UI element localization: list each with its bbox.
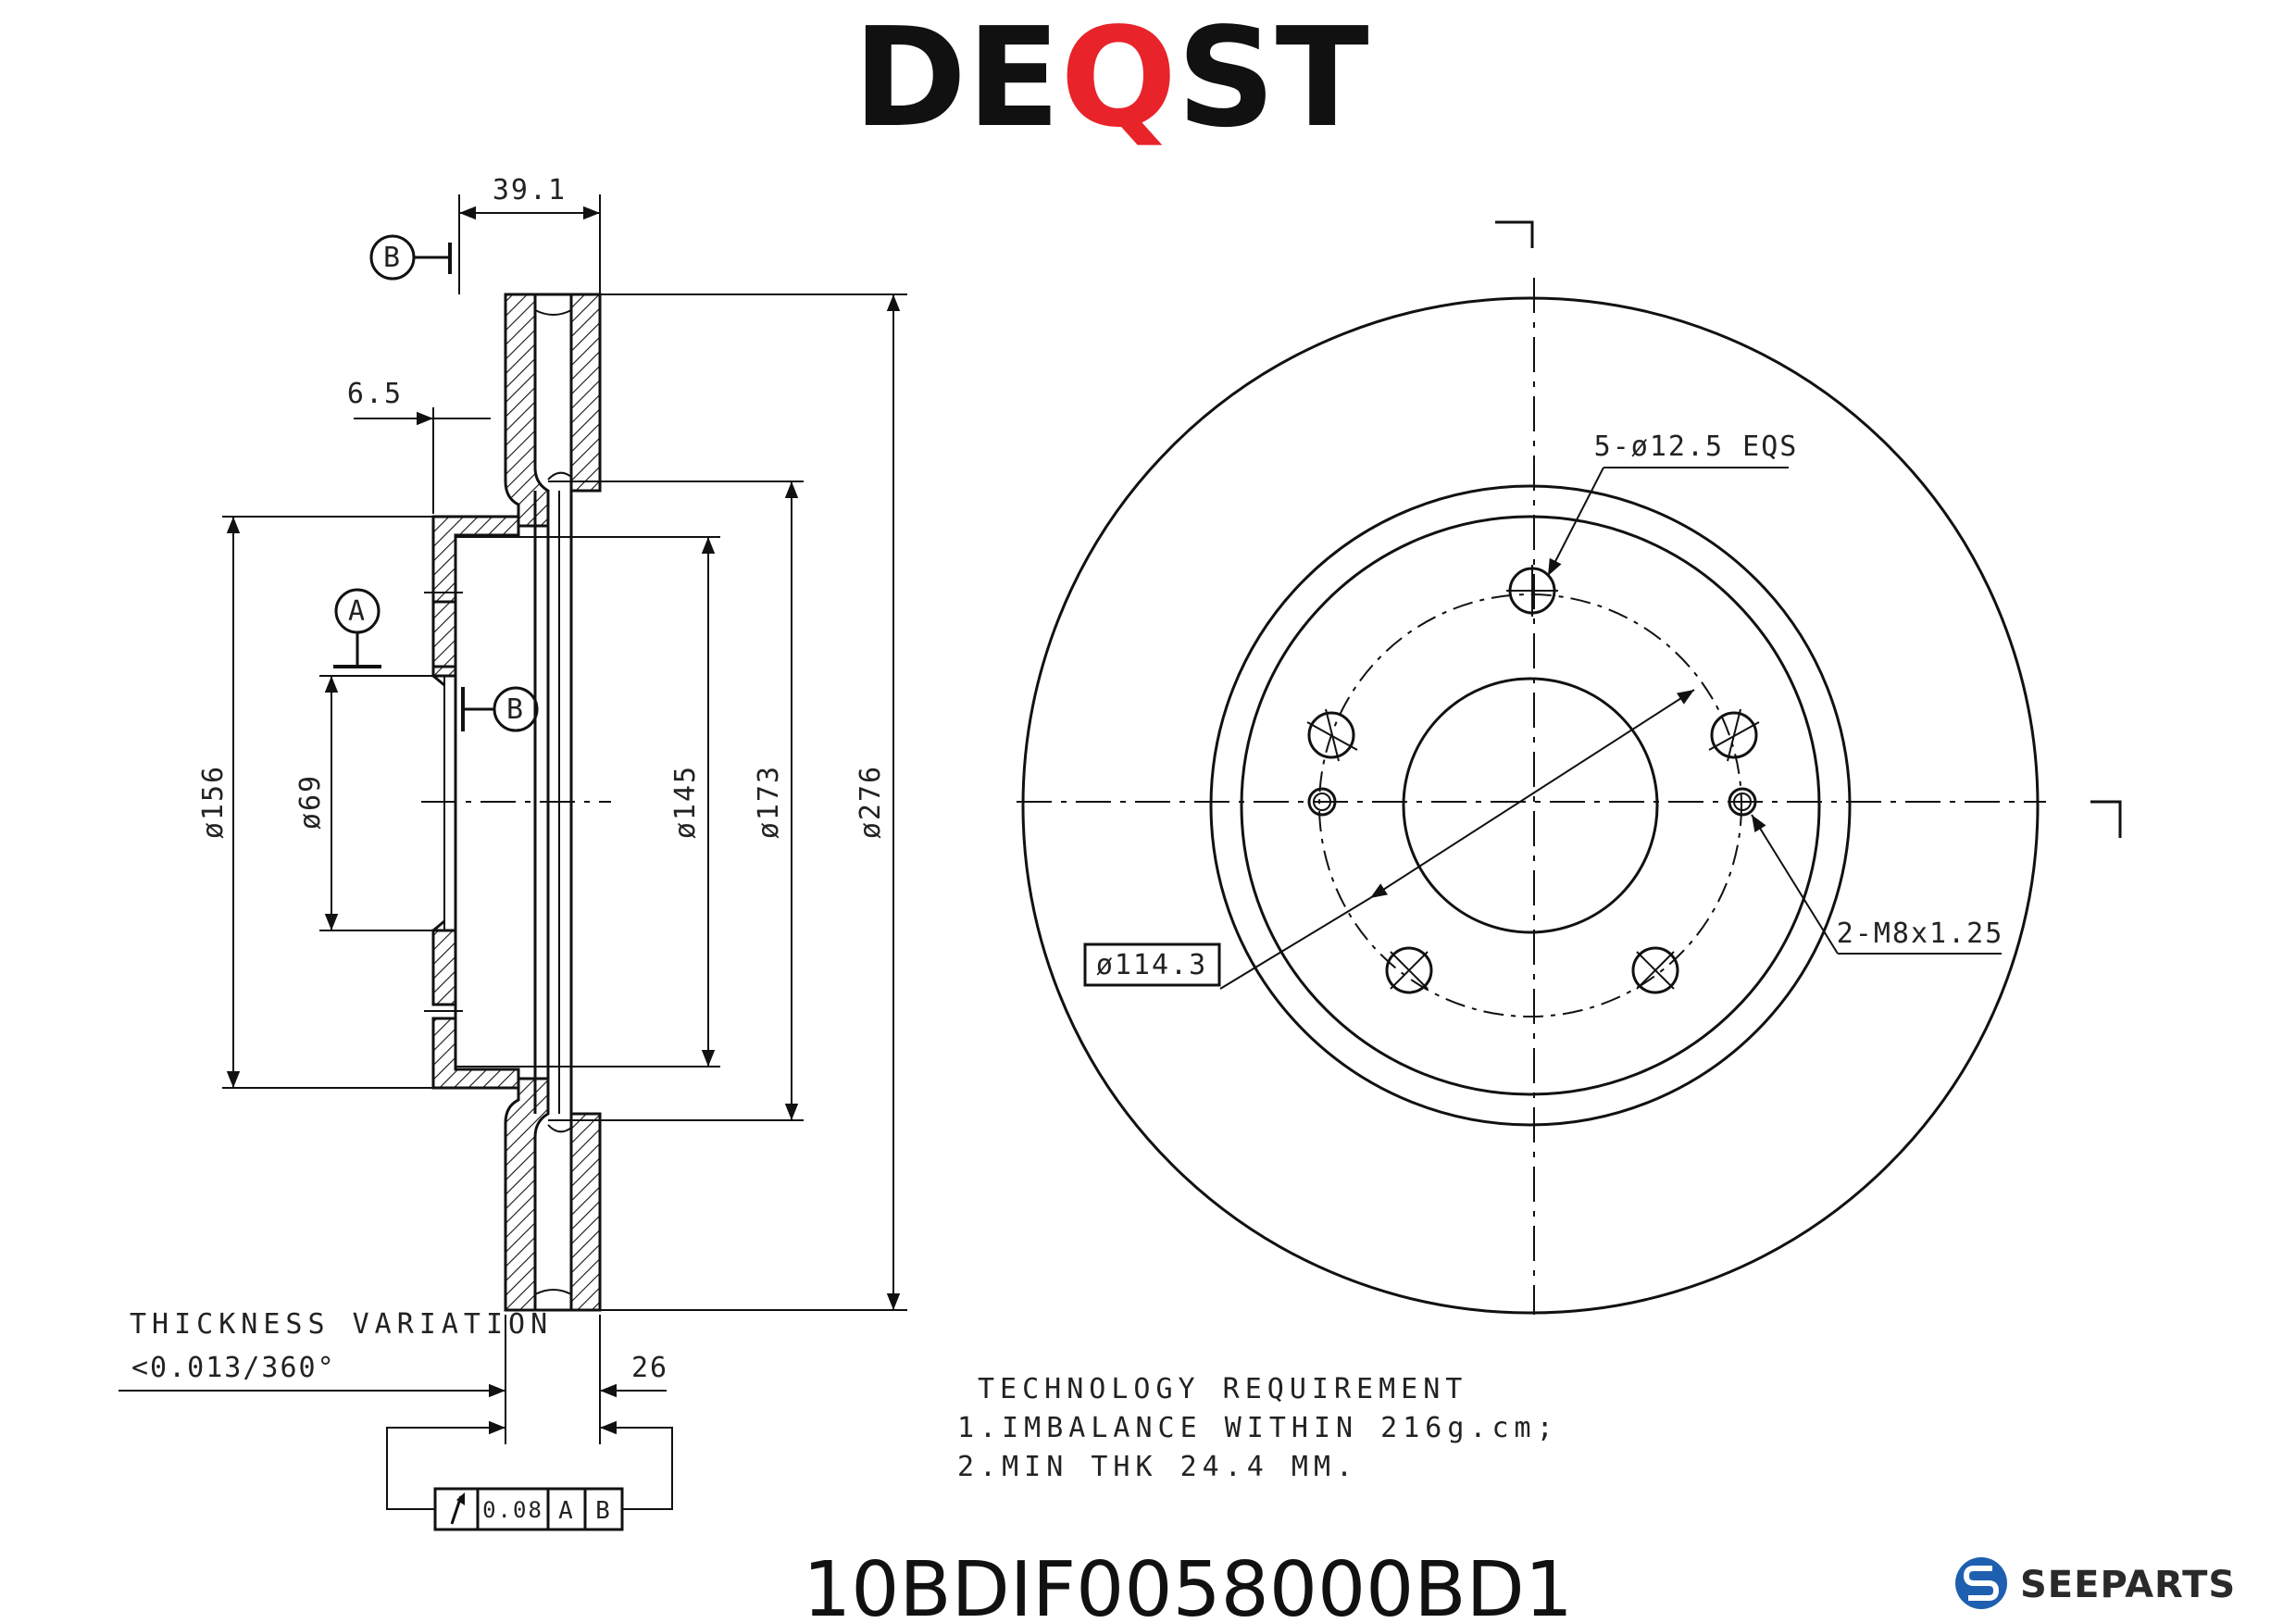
bolt-hole-1 [1506,565,1558,617]
runout-tolerance-frame: 0.08 A B [386,1420,673,1531]
datum-b-top: B [369,234,452,281]
seeparts-logo-icon [1955,1557,2007,1609]
runout-tolerance-value: 0.08 [482,1497,543,1523]
threaded-hole-left [1307,787,1337,817]
hat-wall-mid-top [431,600,457,668]
thickness-variation-note: THICKNESS VARIATION <0.013/360° [119,1308,553,1392]
datum-a: A [333,588,381,668]
dim-39-1: 39.1 [458,174,601,294]
outer-plate-top [569,293,602,493]
runout-datum-a: A [558,1497,575,1525]
dim-d145: ø145 [455,536,720,1067]
side-section-view: B A B 39.1 [119,174,907,1531]
hat-wall-mid-bottom [431,929,457,1006]
svg-text:ø145: ø145 [669,765,702,839]
svg-text:26: 26 [631,1352,668,1384]
center-bore [1402,677,1659,934]
svg-text:ø156: ø156 [197,765,230,839]
brand-letters-de: DE [853,0,1060,157]
tech-req-title: TECHNOLOGY REQUIREMENT [978,1373,1467,1405]
dim-d156: ø156 [197,516,518,1089]
svg-text:5-ø12.5 EQS: 5-ø12.5 EQS [1594,431,1799,463]
bolt-hole-4 [1385,946,1433,994]
dim-d173: ø173 [548,481,804,1121]
threaded-hole-right [1728,787,1757,817]
thickness-variation-title: THICKNESS VARIATION [130,1308,553,1341]
svg-text:6.5: 6.5 [347,378,403,410]
brand-letter-q: Q [1060,0,1177,157]
pitch-circle [1318,593,1742,1017]
svg-text:ø173: ø173 [753,765,785,839]
bolt-hole-5 [1631,946,1679,994]
threaded-holes-callout: 2-M8x1.25 [1751,814,2004,955]
friction-inner-edge [1209,484,1852,1127]
outer-plate-bottom [569,1112,602,1312]
brand-logo: DEQST [853,0,1368,157]
dim-26: 26 [444,1315,668,1444]
runout-datum-b: B [595,1497,612,1525]
bolt-holes-callout: 5-ø12.5 EQS [1547,431,1799,577]
bolt-hole-2 [1306,708,1358,762]
svg-text:B: B [383,242,402,274]
dim-d276: ø276 [600,293,907,1311]
svg-text:ø114.3: ø114.3 [1096,949,1207,981]
svg-text:B: B [506,693,525,726]
svg-text:39.1: 39.1 [493,174,567,206]
svg-text:2-M8x1.25: 2-M8x1.25 [1837,918,2004,950]
svg-text:A: A [348,595,367,628]
inner-plate-bottom [504,1077,550,1312]
bolt-hole-3 [1708,708,1760,762]
hat-wall-bottom [431,1017,520,1090]
dim-d69: ø69 [294,675,437,931]
seeparts-label: SEEPARTS [2020,1564,2236,1606]
tech-req-line1: 1.IMBALANCE WITHIN 216g.cm; [957,1412,1559,1444]
bolt-holes [1306,565,1760,994]
technology-requirement: TECHNOLOGY REQUIREMENT 1.IMBALANCE WITHI… [957,1373,1559,1483]
dim-6-5: 6.5 [347,378,491,514]
hat-outer-edge [1240,515,1821,1096]
pcd-callout: ø114.3 [1083,943,1221,987]
runout-arrow-icon [450,1492,465,1525]
svg-text:ø69: ø69 [294,774,327,830]
threaded-holes [1307,787,1757,817]
svg-text:ø276: ø276 [855,765,887,839]
outer-rim [1021,296,2040,1315]
tech-req-line2: 2.MIN THK 24.4 MM. [957,1451,1358,1483]
brand-letters-st: ST [1177,0,1369,157]
part-number: 10BDIF0058000BD1 [803,1546,1573,1623]
front-view: ø114.3 5-ø12.5 EQS 2-M8x1.25 [1017,220,2122,1315]
thickness-variation-value: <0.013/360° [131,1352,336,1384]
inner-plate-top [504,293,550,528]
datum-b-mid: B [461,686,539,732]
seeparts-logo: SEEPARTS [1955,1557,2236,1609]
